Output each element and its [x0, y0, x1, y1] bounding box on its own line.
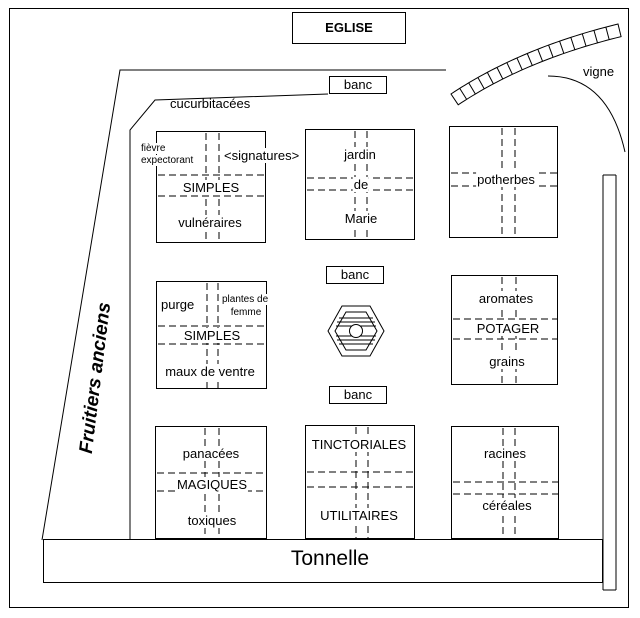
- trellis-rung: [605, 26, 610, 40]
- trellis-rung: [570, 37, 576, 50]
- tonnelle-band: [43, 539, 603, 583]
- bed5-grains: grains: [488, 354, 526, 369]
- bed6-panacees: panacées: [181, 446, 241, 461]
- trellis-rung: [526, 53, 533, 66]
- trellis-rung: [593, 30, 598, 43]
- trellis-rung: [537, 49, 544, 62]
- bed2-de: de: [352, 177, 370, 192]
- bed4-femme: femme: [229, 307, 263, 318]
- bed8-racines: racines: [483, 446, 527, 461]
- bench-bottom: banc: [329, 386, 387, 404]
- bed4-maux-de-ventre: maux de ventre: [164, 364, 256, 379]
- church-eglise: EGLISE: [292, 12, 406, 44]
- bed7-utilitaires: UTILITAIRES: [319, 508, 399, 523]
- trellis-rung: [548, 44, 554, 58]
- path-border: [129, 93, 329, 540]
- trellis-rung: [459, 88, 468, 100]
- trellis-outline: [450, 23, 622, 106]
- cucurbitacees-label: cucurbitacées: [170, 96, 251, 111]
- bed5-potager: POTAGER: [475, 321, 541, 336]
- trellis-rung: [486, 72, 494, 85]
- bed2-marie: Marie: [343, 211, 379, 226]
- trellis-rung: [516, 57, 523, 71]
- bed2-jardin: jardin: [343, 147, 377, 162]
- bed3-potherbes: potherbes: [476, 172, 536, 187]
- trellis-rung: [581, 33, 587, 47]
- bed6-magiques: MAGIQUES: [175, 477, 249, 492]
- trellis-rung: [468, 82, 476, 95]
- trellis-rung: [496, 67, 504, 80]
- bed1-signatures: <signatures>: [223, 148, 301, 163]
- vigne-label: vigne: [583, 64, 615, 79]
- vine-trellis: [450, 23, 622, 106]
- enclosure-wall: [41, 69, 446, 541]
- bed6-toxiques: toxiques: [186, 513, 238, 528]
- bed4-purge: purge: [160, 297, 196, 312]
- bed5-aromates: aromates: [477, 291, 535, 306]
- bed1-simples: SIMPLES: [181, 180, 241, 195]
- bench-middle: banc: [326, 266, 384, 284]
- bed1-expectorant: expectorant: [140, 155, 195, 166]
- bed1-vulneraires: vulnéraires: [177, 215, 243, 230]
- outer-frame: [9, 8, 629, 608]
- bed1-fievre: fièvre: [140, 143, 167, 154]
- trellis-rung: [506, 62, 513, 75]
- bed4-plantes-de: plantes de: [221, 294, 270, 305]
- bed8-cereales: céréales: [481, 498, 533, 513]
- trellis-rung: [559, 40, 565, 54]
- trellis-rung: [477, 77, 485, 90]
- bed4-simples: SIMPLES: [182, 328, 242, 343]
- bed7-tinctoriales: TINCTORIALES: [310, 437, 408, 452]
- fountain-icon: [327, 305, 385, 357]
- vine-arc: [547, 75, 626, 153]
- bench-top: banc: [329, 76, 387, 94]
- tonnelle-label: Tonnelle: [290, 547, 370, 570]
